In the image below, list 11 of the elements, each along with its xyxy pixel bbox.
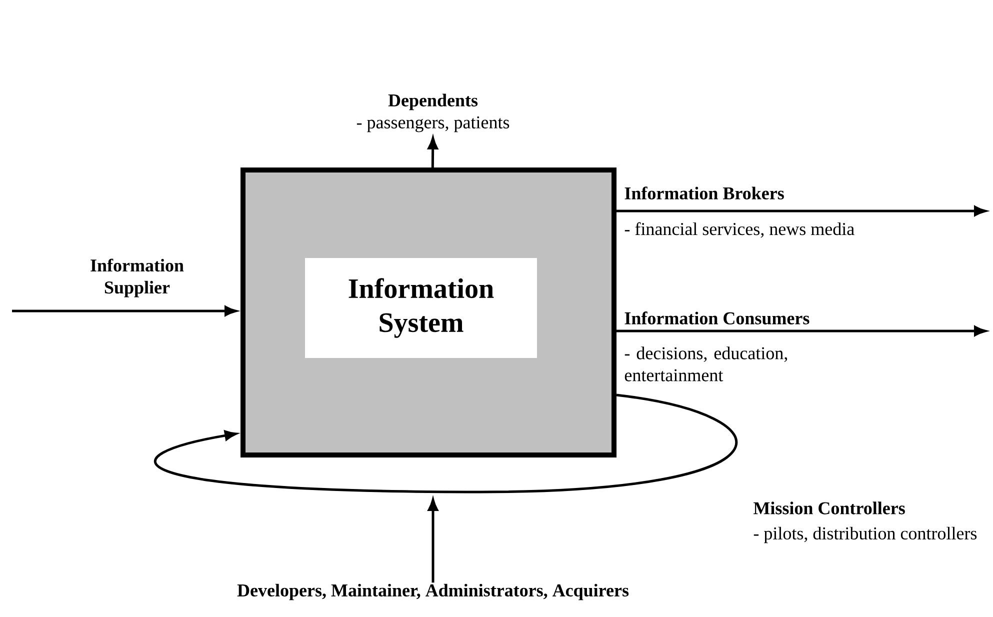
- role-label: - decisions, education, entertainment: [624, 346, 788, 382]
- role-label: Mission Controllers: [754, 502, 905, 514]
- edge-label: Information Brokers: [624, 186, 784, 200]
- edge-label: Information Consumers: [624, 312, 810, 324]
- role-label: Developers, Maintainer, Administrators, Acquirers: [237, 584, 629, 600]
- role-label: - financial services, news media: [624, 222, 854, 238]
- edge-label: Information Supplier: [90, 258, 184, 298]
- system-label: Information System: [305, 258, 537, 358]
- arrow: [155, 394, 736, 494]
- role-label: Dependents - passengers, patients: [356, 94, 510, 132]
- role-label: - pilots, distribution controllers: [754, 526, 977, 544]
